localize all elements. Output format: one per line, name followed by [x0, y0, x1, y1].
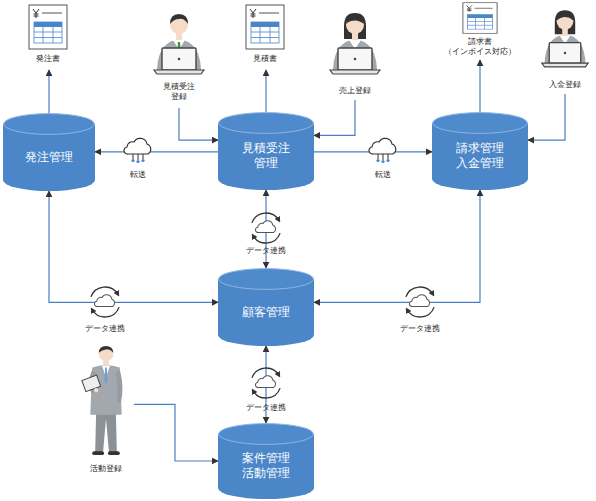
- cloud-shape: [255, 376, 275, 388]
- connector: [179, 108, 218, 140]
- node-label: 見積書: [235, 54, 295, 64]
- cylinder-top: [433, 113, 528, 134]
- document-glyph: [246, 5, 284, 49]
- transfer-cloud: [124, 138, 151, 163]
- cloud-dot: [386, 159, 389, 162]
- document-icon: 見積書: [235, 4, 295, 70]
- cloud-wires: [378, 154, 388, 160]
- sync-arrow: [92, 307, 119, 317]
- person-glyph: [327, 8, 383, 80]
- sync-cloud: [406, 287, 434, 317]
- edge-label: データ連携: [380, 324, 460, 334]
- cloud-dot: [131, 159, 134, 162]
- connector: [48, 70, 49, 113]
- transfer-cloud: [369, 138, 396, 163]
- node-label: 発注書: [18, 54, 78, 64]
- database-cylinder: 発注管理: [3, 113, 95, 191]
- cloud-wires: [133, 154, 143, 160]
- person-glyph: [539, 4, 591, 74]
- cloud-shape: [369, 138, 396, 154]
- cylinder-top: [219, 424, 314, 445]
- sync-arrow: [253, 388, 280, 398]
- connector: [265, 70, 266, 112]
- database-cylinder: 見積受注 管理: [218, 112, 314, 190]
- document-glyph: [462, 2, 498, 34]
- cloud-dot: [141, 159, 144, 162]
- cloud-dot: [376, 159, 379, 162]
- sync-arrow: [253, 233, 280, 243]
- connector: [479, 60, 480, 112]
- connector: [528, 94, 565, 140]
- connector: [49, 191, 218, 302]
- person-glyph: [151, 8, 207, 80]
- cloud-shape: [255, 221, 275, 233]
- document-icon: 請求書 （インボイス対応）: [440, 2, 520, 60]
- edge-label: 転送: [98, 170, 178, 180]
- person-glyph: [82, 346, 123, 455]
- cloud-dot: [381, 160, 384, 163]
- cylinder-top: [219, 269, 314, 290]
- person-icon: 売上登録: [323, 8, 387, 100]
- database-cylinder: 案件管理 活動管理: [218, 423, 314, 499]
- cloud-shape: [94, 295, 114, 307]
- connector: [314, 100, 355, 135]
- cylinder-top: [219, 113, 314, 134]
- document-glyph: [28, 4, 68, 50]
- person-icon: 入金登録: [535, 4, 595, 94]
- cloud-dot: [136, 160, 139, 163]
- connector: [95, 151, 218, 152]
- connector: [314, 190, 480, 302]
- edge-label: データ連携: [226, 246, 306, 256]
- connector: [134, 404, 218, 461]
- document-glyph: [245, 4, 285, 50]
- node-label: 活動登録: [78, 464, 134, 474]
- edge-label: 転送: [343, 170, 423, 180]
- sync-cloud: [91, 287, 119, 317]
- document-glyph: [463, 3, 497, 34]
- edge-label: データ連携: [65, 324, 145, 334]
- node-label: 見積受注 登録: [161, 82, 197, 102]
- node-label: 売上登録: [325, 86, 385, 96]
- system-name: 請求管理 入金管理: [450, 141, 510, 171]
- person-icon: 活動登録: [78, 344, 134, 478]
- document-glyph: [29, 5, 67, 49]
- cylinder-top: [4, 114, 95, 135]
- person-glyph: [81, 344, 131, 462]
- database-cylinder: 顧客管理: [218, 268, 314, 346]
- document-icon: 発注書: [18, 4, 78, 70]
- edge-label: データ連携: [226, 403, 306, 413]
- cloud-shape: [124, 138, 151, 154]
- system-name: 案件管理 活動管理: [236, 451, 296, 481]
- system-name: 見積受注 管理: [236, 141, 296, 171]
- system-name: 顧客管理: [236, 305, 296, 320]
- system-name: 発注管理: [19, 150, 79, 165]
- person-glyph: [154, 14, 204, 74]
- node-label: 請求書 （インボイス対応）: [440, 37, 520, 57]
- sync-cloud: [252, 213, 280, 243]
- person-glyph: [330, 13, 380, 74]
- database-cylinder: 請求管理 入金管理: [432, 112, 528, 190]
- node-label: 入金登録: [537, 80, 593, 90]
- sync-arrow: [407, 307, 434, 317]
- person-icon: 見積受注 登録: [146, 8, 212, 108]
- person-glyph: [542, 10, 588, 67]
- cloud-shape: [409, 295, 429, 307]
- sync-cloud: [252, 368, 280, 398]
